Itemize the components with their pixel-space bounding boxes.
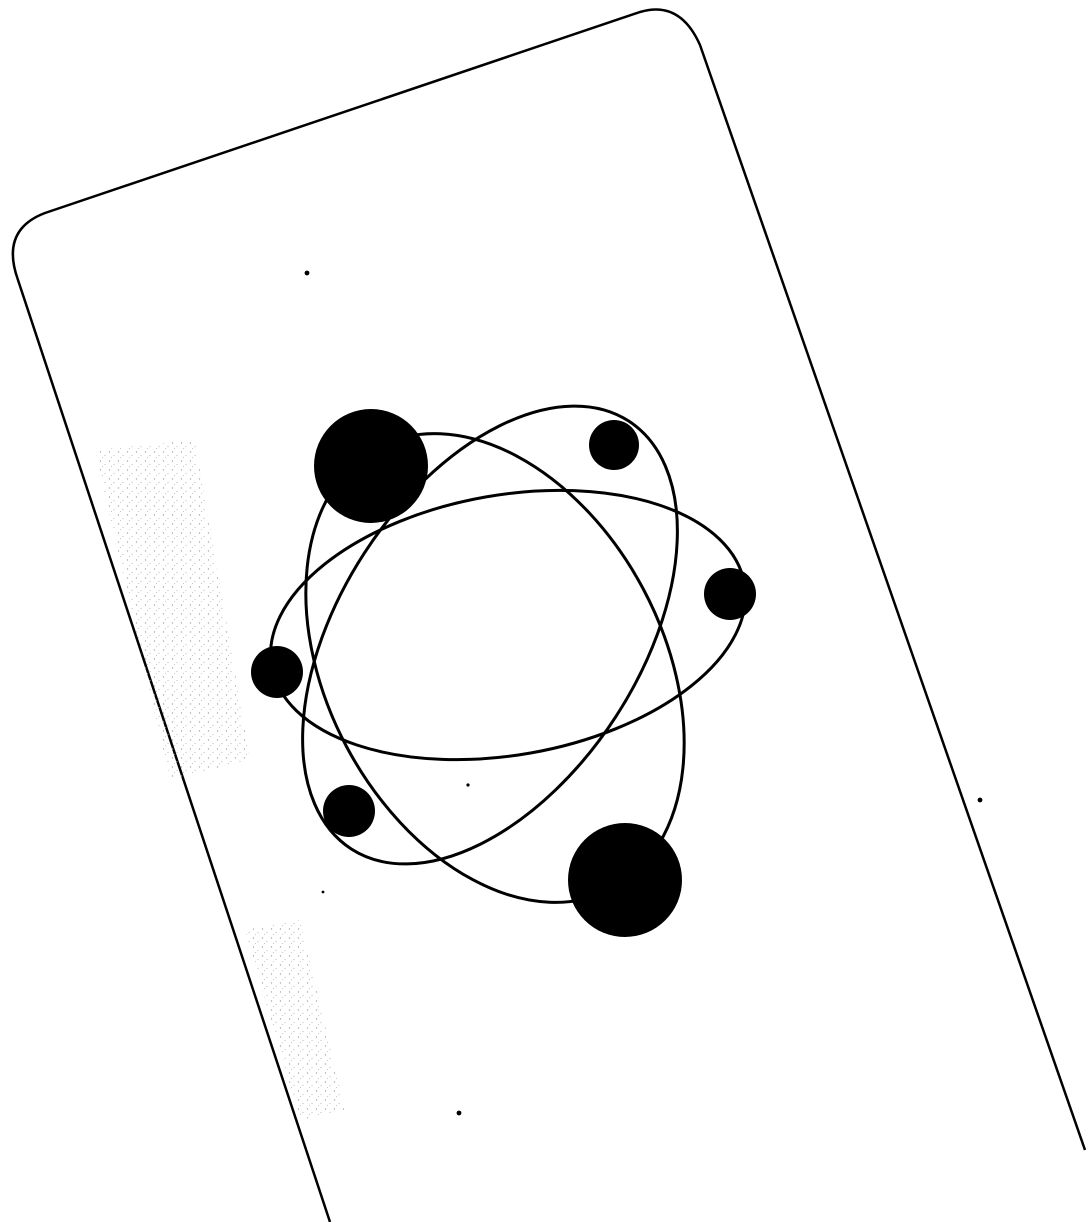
stray-dots [305, 271, 983, 1116]
electron [323, 785, 375, 837]
orbit-ring [225, 339, 754, 930]
electron [704, 568, 756, 620]
electron [251, 646, 303, 698]
large-particle [568, 823, 682, 937]
large-particle [314, 409, 428, 523]
electron [589, 420, 639, 470]
